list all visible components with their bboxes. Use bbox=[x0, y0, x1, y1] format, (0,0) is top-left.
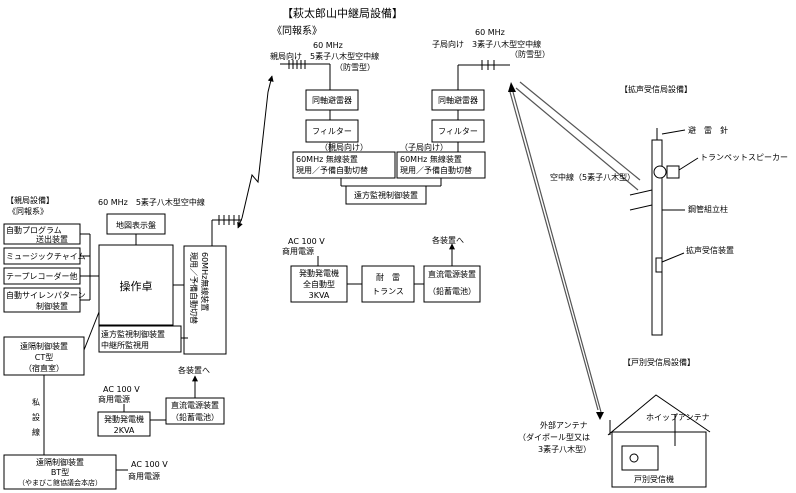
music-chime: ミュージックチャイム bbox=[6, 252, 86, 261]
relay-radio-1-line2: 現用／予備自動切替 bbox=[296, 165, 368, 175]
bt-remote-line1: 遠隔制御装置 bbox=[36, 457, 84, 467]
relay-parent-antenna-label: 親局向け 5素子八木型空中線 bbox=[270, 51, 379, 61]
external-antenna-line3: 3素子八木型） bbox=[538, 444, 591, 454]
relay-child-antenna-band: 60 MHz bbox=[475, 28, 505, 37]
parent-generator-line2: 2KVA bbox=[114, 426, 135, 435]
parent-subtitle: 《同報系》 bbox=[8, 206, 48, 216]
console: 操作卓 bbox=[120, 279, 153, 293]
house bbox=[607, 394, 711, 488]
relay-parent-antenna-note: （防雪型） bbox=[335, 62, 375, 72]
private-line-2: 設 bbox=[32, 412, 40, 422]
relay-arrester-2: 同軸避雷器 bbox=[438, 95, 478, 105]
relay-radio-1-line1: 60MHz 無線装置 bbox=[296, 154, 358, 164]
household-receiver: 戸別受信機 bbox=[634, 474, 674, 484]
parent-to-each: 各装置へ bbox=[178, 365, 210, 375]
relay-section-subtitle: 《同報系》 bbox=[272, 25, 322, 37]
relay-generator-line3: 3KVA bbox=[309, 291, 330, 300]
relay-dc-line2: （鉛蓄電池） bbox=[428, 286, 476, 296]
loudspeaker-pole bbox=[629, 128, 680, 336]
trumpet-label: トランペットスピーカー bbox=[700, 153, 788, 162]
parent-title: 【親局設備】 bbox=[6, 195, 54, 205]
pole-label: 鋼管組立柱 bbox=[688, 204, 728, 214]
siren-pattern-line2: 制御装置 bbox=[36, 301, 68, 311]
private-line-1: 私 bbox=[32, 398, 40, 407]
relay-transformer-line2: トランス bbox=[372, 287, 404, 296]
relay-child-antenna-note: （防雪型） bbox=[510, 49, 550, 59]
relay-to-each: 各装置へ bbox=[432, 235, 464, 245]
relay-child-direction: （子局向け） bbox=[400, 142, 448, 152]
relay-radio-2-line1: 60MHz 無線装置 bbox=[400, 154, 462, 164]
auto-program-line2: 送出装置 bbox=[36, 234, 68, 244]
parent-radio-line2: 現用／予備自動切替 bbox=[189, 252, 199, 324]
loudspeaker-title: 【拡声受信局設備】 bbox=[620, 84, 692, 94]
household-title: 【戸別受信局設備】 bbox=[623, 357, 695, 367]
external-antenna-line2: （ダイポール型又は bbox=[518, 432, 590, 442]
remote-relay-line2: 中継所監視用 bbox=[101, 340, 149, 350]
relay-dc-line1: 直流電源装置 bbox=[428, 269, 476, 279]
relay-child-antenna: 60 MHz 子局向け 3素子八木型空中線 （防雪型） bbox=[432, 28, 550, 90]
relay-child-antenna-label: 子局向け 3素子八木型空中線 bbox=[432, 39, 541, 49]
parent-ac-line2: 商用電源 bbox=[98, 394, 130, 404]
external-antenna-line1: 外部アンテナ bbox=[540, 420, 588, 430]
parent-antenna-label: 60 MHz 5素子八木型空中線 bbox=[98, 197, 205, 207]
relay-parent-direction: （親局向け） bbox=[320, 142, 368, 152]
parent-generator-line1: 発動発電機 bbox=[104, 414, 144, 424]
bt-ac-line2: 商用電源 bbox=[128, 471, 160, 481]
relay-filter-2: フィルター bbox=[438, 127, 478, 136]
relay-parent-antenna-band: 60 MHz bbox=[313, 41, 343, 50]
relay-ac-line2: 商用電源 bbox=[282, 246, 314, 256]
ct-remote-line1: 遠隔制御装置 bbox=[20, 341, 68, 351]
relay-parent-antenna: 60 MHz 親局向け 5素子八木型空中線 （防雪型） bbox=[270, 41, 379, 90]
bt-remote-line2: BT型 bbox=[51, 468, 69, 477]
tape-recorder: テープレコーダー他 bbox=[6, 271, 78, 281]
bt-remote-line3: （やまびこ館協議会本店） bbox=[18, 478, 102, 487]
relay-section-title: 【萩太郎山中継局設備】 bbox=[282, 6, 403, 20]
siren-pattern-line1: 自動サイレンパターン bbox=[6, 290, 86, 300]
relay-transformer-line1: 耐 雷 bbox=[376, 272, 400, 282]
private-line-3: 線 bbox=[32, 427, 40, 437]
speaker-receiver-label: 拡声受信装置 bbox=[686, 245, 734, 255]
parent-ac-line1: AC 100 V bbox=[103, 385, 140, 394]
remote-relay-line1: 遠方監視制御装置 bbox=[101, 329, 165, 339]
relay-radio-2-line2: 現用／予備自動切替 bbox=[400, 165, 472, 175]
parent-antenna bbox=[211, 215, 242, 246]
relay-generator-line1: 発動発電機 bbox=[299, 268, 339, 278]
relay-ac-line1: AC 100 V bbox=[288, 237, 325, 246]
radio-link-loudspeaker-2 bbox=[515, 87, 639, 191]
radio-link-household bbox=[508, 82, 604, 420]
arrester-label: 避 雷 針 bbox=[688, 125, 728, 135]
relay-arrester-1: 同軸避雷器 bbox=[312, 95, 352, 105]
ct-remote-line3: （宿直室） bbox=[24, 363, 64, 373]
parent-radio-line1: 60MHz無線装置 bbox=[200, 252, 210, 311]
map-panel: 地図表示盤 bbox=[116, 220, 156, 230]
relay-remote-control: 遠方監視制御装置 bbox=[354, 190, 418, 200]
whip-antenna-label: ホイップアンテナ bbox=[646, 413, 710, 422]
relay-generator-line2: 全自動型 bbox=[303, 279, 335, 289]
parent-dc-line1: 直流電源装置 bbox=[171, 400, 219, 410]
radio-link-loudspeaker bbox=[519, 81, 641, 181]
relay-filter-1: フィルター bbox=[312, 127, 352, 136]
radio-link-parent-relay bbox=[237, 75, 274, 229]
auto-program-line1: 自動プログラム bbox=[6, 225, 62, 235]
ct-remote-line2: CT型 bbox=[35, 353, 53, 362]
antenna-label: 空中線（5素子八木型） bbox=[550, 172, 635, 182]
bt-ac-line1: AC 100 V bbox=[131, 460, 168, 469]
parent-dc-line2: （鉛蓄電池） bbox=[171, 412, 219, 422]
